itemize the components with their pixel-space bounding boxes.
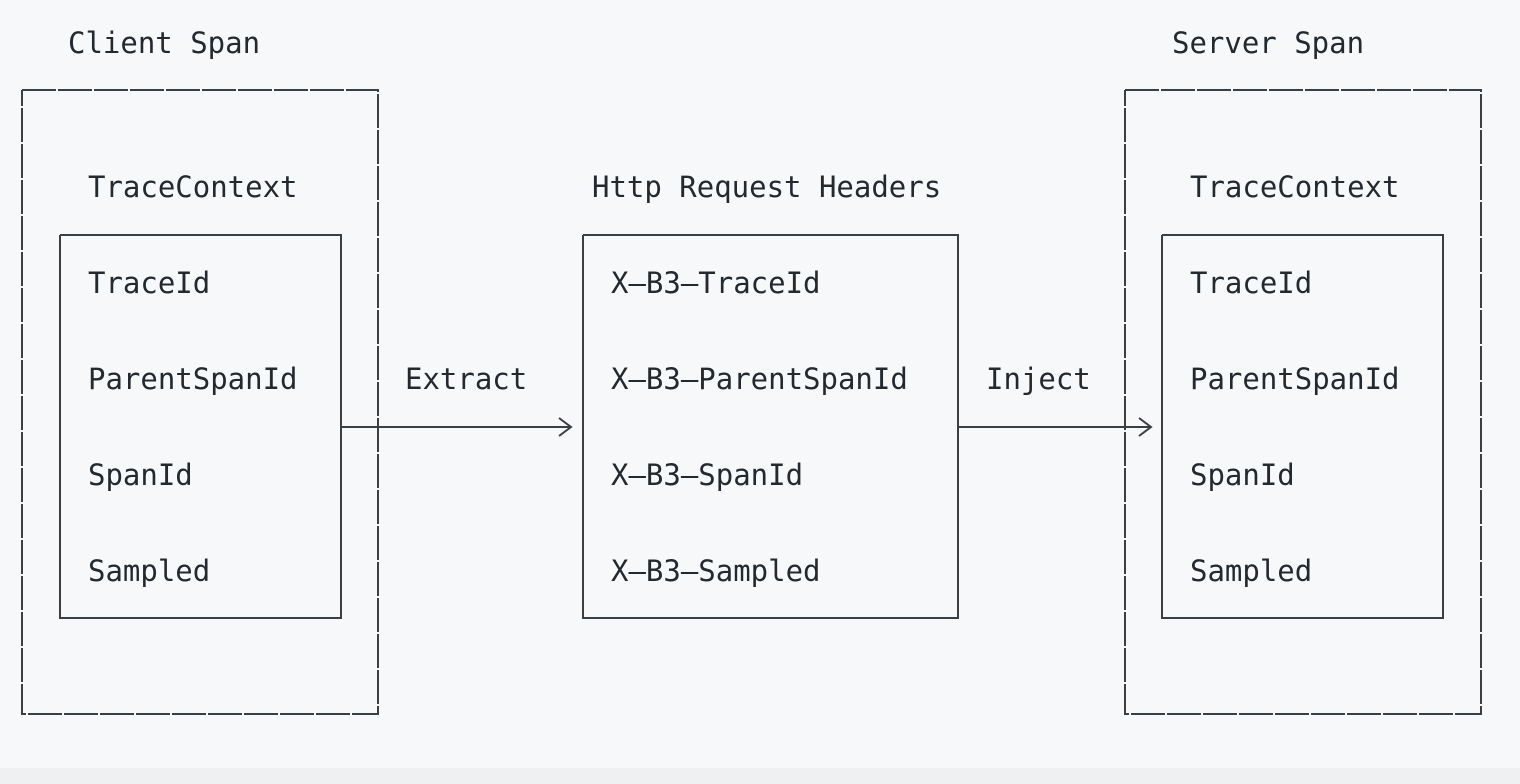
extract-label: Extract [405,362,528,396]
server-field-traceid: TraceId [1190,266,1313,300]
client-field-parentspanid: ParentSpanId [88,362,298,396]
headers-title: Http Request Headers [592,170,942,204]
extract-arrow-head [558,417,573,437]
header-field-parentspanid: X—B3—ParentSpanId [611,362,908,396]
inject-arrow-head [1138,417,1153,437]
bottom-strip [0,768,1520,784]
server-tracecontext-box [1161,234,1444,619]
server-field-sampled: Sampled [1190,554,1313,588]
client-span-title: Client Span [68,26,261,60]
client-field-sampled: Sampled [88,554,211,588]
inject-label: Inject [986,362,1091,396]
server-field-parentspanid: ParentSpanId [1190,362,1400,396]
header-field-traceid: X—B3—TraceId [611,266,821,300]
server-tracecontext-label: TraceContext [1190,170,1400,204]
client-tracecontext-box [59,234,342,619]
headers-box [582,234,959,619]
client-field-traceid: TraceId [88,266,211,300]
client-field-spanid: SpanId [88,458,193,492]
client-tracecontext-label: TraceContext [88,170,298,204]
server-span-box [1124,89,1482,715]
server-field-spanid: SpanId [1190,458,1295,492]
header-field-spanid: X—B3—SpanId [611,458,804,492]
client-span-box [21,89,379,715]
server-span-title: Server Span [1172,26,1365,60]
header-field-sampled: X—B3—Sampled [611,554,821,588]
